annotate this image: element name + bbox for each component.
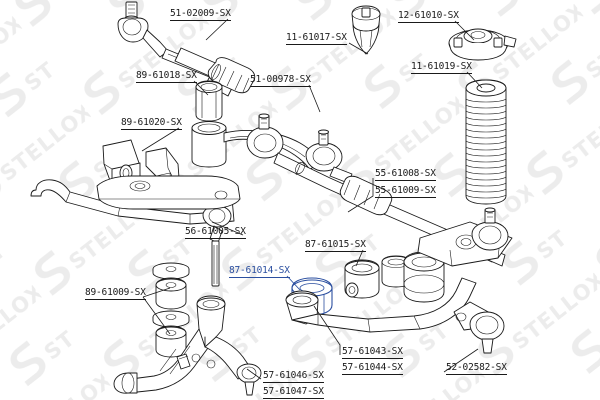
part-87-61015-sx-bush: [344, 255, 411, 299]
label-57-61044-sx[interactable]: 57-61044-SX: [342, 362, 403, 375]
part-57-61043-sx-control-arm-right: [285, 207, 513, 354]
label-12-61010-sx[interactable]: 12-61010-SX: [398, 10, 459, 23]
part-idler-arm: [223, 129, 353, 184]
part-12-61010-sx-strut-mount: [448, 28, 517, 61]
label-89-61020-sx[interactable]: 89-61020-SX: [121, 117, 182, 130]
part-11-61017-sx-bump-stop: [351, 5, 381, 55]
part-57-61046-sx-control-arm-left: [113, 295, 262, 396]
label-11-61017-sx[interactable]: 11-61017-SX: [286, 32, 347, 45]
label-11-61019-sx[interactable]: 11-61019-SX: [411, 61, 472, 74]
label-89-61009-sx[interactable]: 89-61009-SX: [85, 287, 146, 300]
leader-lines: [141, 18, 483, 380]
label-87-61014-sx-highlighted[interactable]: 87-61014-SX: [229, 265, 290, 278]
label-87-61015-sx[interactable]: 87-61015-SX: [305, 239, 366, 252]
label-51-02009-sx[interactable]: 51-02009-SX: [170, 8, 231, 21]
part-background-bracket: [96, 175, 241, 210]
label-56-61005-sx[interactable]: 56-61005-SX: [185, 226, 246, 239]
label-89-61018-sx[interactable]: 89-61018-SX: [136, 70, 197, 83]
label-51-00978-sx[interactable]: 51-00978-SX: [250, 74, 311, 87]
label-57-61047-sx[interactable]: 57-61047-SX: [263, 386, 324, 399]
label-55-61009-sx[interactable]: 55-61009-SX: [375, 185, 436, 198]
label-52-02582-sx[interactable]: 52-02582-SX: [446, 362, 507, 375]
part-56-61005-sx-stabiliser-link: [202, 205, 232, 287]
part-11-61019-sx-dust-boot: [465, 79, 507, 205]
part-89-61009-sx-bush-kit: [152, 262, 190, 358]
part-89-61018-sx-sleeve: [191, 80, 227, 168]
label-57-61046-sx[interactable]: 57-61046-SX: [263, 370, 324, 383]
label-55-61008-sx[interactable]: 55-61008-SX: [375, 168, 436, 181]
label-57-61043-sx[interactable]: 57-61043-SX: [342, 346, 403, 359]
